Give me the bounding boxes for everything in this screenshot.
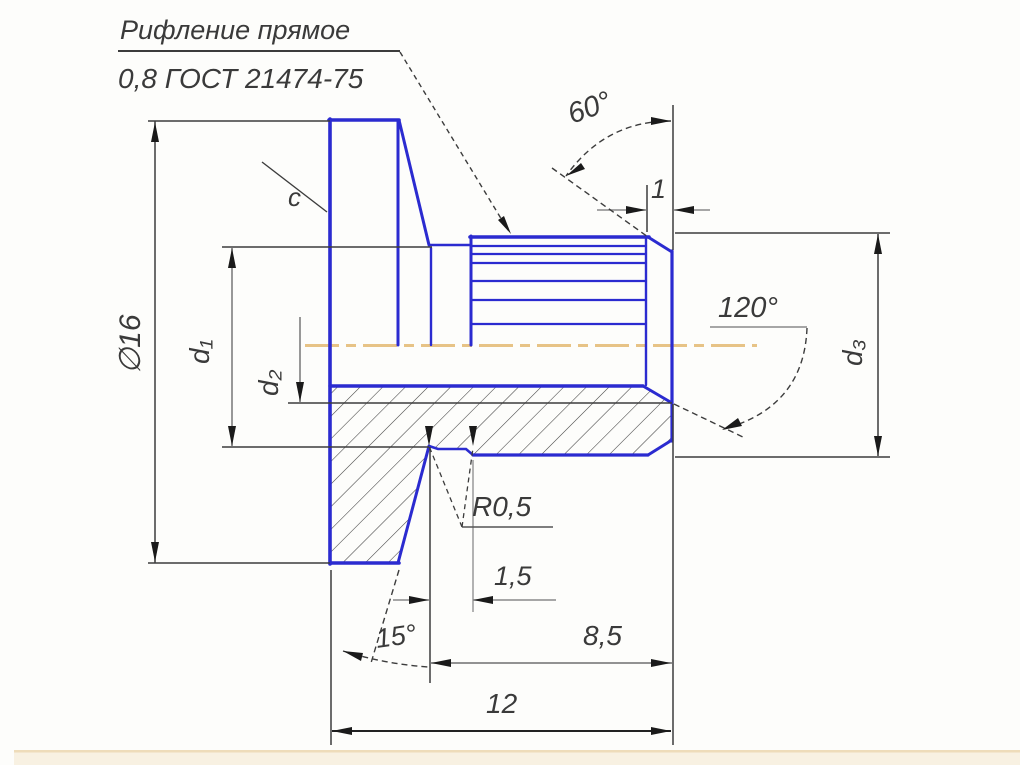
dim-flange-diameter: ∅16 (114, 121, 159, 563)
cone-edge-top (397, 118, 431, 247)
knurling-callout-line2: 0,8 ГОСТ 21474-75 (118, 63, 364, 94)
dim-twelve: 12 (332, 688, 671, 735)
chamfer-label: c (288, 182, 301, 212)
arrowhead (874, 436, 882, 456)
dim-one: 1 (597, 174, 710, 214)
knurling-callout-line1: Рифление прямое (120, 15, 350, 45)
dim-eight-five: 8,5 (430, 620, 672, 667)
arrowhead (651, 727, 671, 735)
arrowhead (874, 234, 882, 254)
arrowhead (409, 596, 429, 604)
angle-60-label: 60° (563, 86, 615, 131)
dim-one-label: 1 (651, 174, 666, 204)
arrowhead (343, 651, 363, 661)
arrowhead (722, 418, 742, 430)
arrowhead (228, 248, 236, 268)
dim-d1: d₁ (184, 248, 236, 446)
arrowhead (651, 117, 671, 125)
arrowhead (425, 426, 433, 446)
dim-one-five: 1,5 (393, 561, 556, 604)
arrowhead (151, 122, 159, 142)
chamfer-callout: c (261, 161, 328, 213)
arrowhead (651, 659, 671, 667)
d2-label: d₂ (253, 369, 284, 396)
knurling-callout: Рифление прямое 0,8 ГОСТ 21474-75 (118, 15, 511, 234)
dim-eight-five-label: 8,5 (583, 620, 622, 651)
groove-notch (427, 444, 475, 457)
dim-angle-60: 60° (551, 86, 672, 238)
bottom-strip-edge (14, 750, 1020, 753)
callout-leader-line (399, 51, 509, 231)
dim-d3: d₃ (837, 234, 882, 456)
dim-one-five-label: 1,5 (494, 561, 533, 591)
arrowhead (674, 206, 694, 214)
cone-edge-section (396, 444, 431, 565)
dim-twelve-label: 12 (486, 688, 518, 719)
dim-angle-120: 120° (673, 292, 808, 439)
chamfer-edge-top (646, 235, 674, 254)
bottom-strip (14, 750, 1020, 765)
arrowhead (626, 206, 646, 214)
knurl-pattern-lines (469, 244, 648, 326)
section-hatch-region (330, 386, 672, 563)
arrowhead (469, 426, 477, 446)
dim-radius: R0,5 (425, 426, 553, 528)
dim-angle-15: 15° (342, 569, 429, 668)
part-outline (327, 117, 674, 566)
arrowhead (151, 542, 159, 562)
d1-label: d₁ (184, 339, 215, 364)
angle-15-label: 15° (374, 619, 419, 654)
arrowhead (431, 659, 451, 667)
radius-label: R0,5 (472, 491, 532, 522)
arrowhead (566, 163, 585, 176)
chamfer-edge-bottom (646, 438, 674, 457)
flange-diameter-label: ∅16 (114, 314, 147, 374)
extension-lines (148, 105, 890, 745)
countersink-edge (641, 384, 674, 405)
arrowhead (228, 426, 236, 446)
arrowhead (332, 727, 352, 735)
arrowhead (296, 382, 304, 402)
chamfer-leader-line (261, 161, 328, 213)
angle-120-label: 120° (718, 292, 778, 324)
d3-label: d₃ (837, 339, 868, 366)
dim-d2: d₂ (253, 317, 304, 402)
arrowhead (473, 596, 493, 604)
arrowhead (498, 216, 511, 234)
